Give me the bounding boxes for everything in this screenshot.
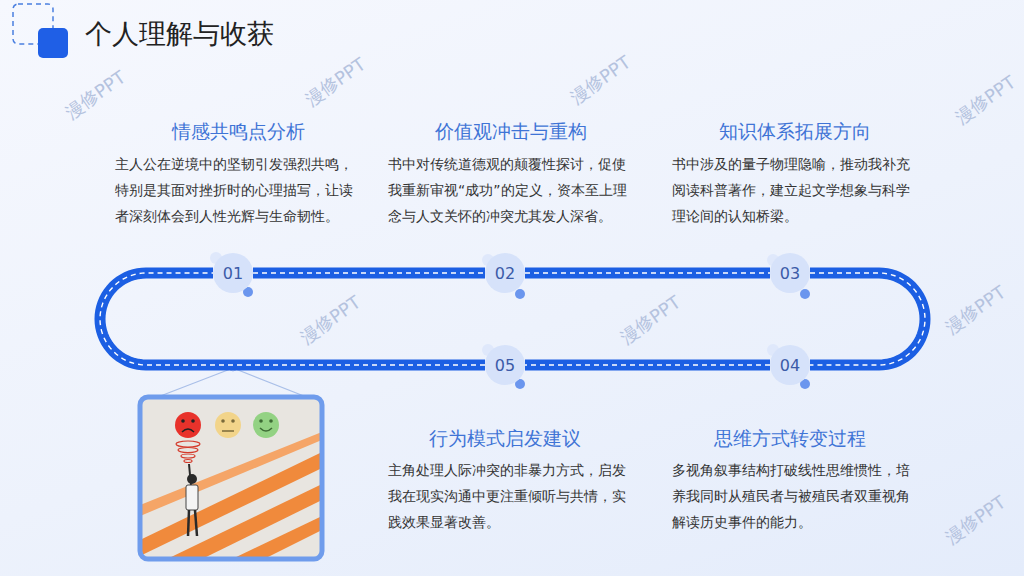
- step-circle: 02: [485, 253, 525, 293]
- section-body: 主人公在逆境中的坚韧引发强烈共鸣，特别是其面对挫折时的心理描写，让读者深刻体会到…: [115, 151, 361, 229]
- step-circle: 03: [770, 253, 810, 293]
- watermark: 漫修PPT: [295, 290, 365, 349]
- label-wrap: 书中对传统道德观的颠覆性探讨，促使我重新审视“成功”的定义，资本至上理念与人文关…: [388, 151, 634, 229]
- section-heading: 行为模式启发建议: [429, 426, 581, 452]
- title-icon-square: [38, 28, 68, 58]
- section-body: 主角处理人际冲突的非暴力方式，启发我在现实沟通中更注重倾听与共情，实践效果显著改…: [388, 457, 634, 535]
- track-connector: [810, 273, 925, 365]
- step-circle: 04: [770, 345, 810, 385]
- track-connector: [525, 360, 770, 371]
- track-connector: [525, 268, 770, 279]
- track-dash: [810, 273, 925, 365]
- label-wrap: 书中涉及的量子物理隐喻，推动我补充阅读科普著作，建立起文学想象与科学理论间的认知…: [672, 151, 918, 229]
- section-heading: 价值观冲击与重构: [435, 119, 587, 145]
- label-wrap: 情感共鸣点分析: [172, 119, 305, 145]
- label-wrap: 价值观冲击与重构: [435, 119, 587, 145]
- label-wrap: 多视角叙事结构打破线性思维惯性，培养我同时从殖民者与被殖民者双重视角解读历史事件…: [672, 457, 918, 535]
- watermark: 漫修PPT: [565, 50, 635, 109]
- watermark: 漫修PPT: [300, 52, 370, 111]
- label-wrap: 主角处理人际冲突的非暴力方式，启发我在现实沟通中更注重倾听与共情，实践效果显著改…: [388, 457, 634, 535]
- label-wrap: 漫修PPT: [950, 70, 1020, 129]
- step-number: 05: [495, 356, 515, 375]
- watermark: 漫修PPT: [940, 490, 1010, 549]
- label-wrap: 主人公在逆境中的坚韧引发强烈共鸣，特别是其面对挫折时的心理描写，让读者深刻体会到…: [115, 151, 361, 229]
- step-number: 03: [780, 264, 800, 283]
- track-connector: [253, 268, 485, 279]
- watermark: 漫修PPT: [940, 280, 1010, 339]
- step-number: 04: [780, 356, 800, 375]
- label-wrap: 漫修PPT: [940, 280, 1010, 339]
- picture-illustration: [140, 397, 322, 560]
- label-wrap: 知识体系拓展方向: [719, 119, 871, 145]
- section-heading: 情感共鸣点分析: [172, 119, 305, 145]
- label-wrap: 漫修PPT: [615, 290, 685, 349]
- label-wrap: 漫修PPT: [60, 65, 130, 124]
- track-connector: [100, 273, 485, 365]
- section-body: 书中涉及的量子物理隐喻，推动我补充阅读科普著作，建立起文学想象与科学理论间的认知…: [672, 151, 918, 229]
- label-wrap: 漫修PPT: [300, 52, 370, 111]
- step-circle: 01: [213, 253, 253, 293]
- slide-title: 个人理解与收获: [85, 16, 274, 52]
- label-wrap: 行为模式启发建议: [429, 426, 581, 452]
- section-heading: 思维方式转变过程: [714, 426, 866, 452]
- track-dash: [253, 272, 485, 273]
- watermark: 漫修PPT: [60, 65, 130, 124]
- step-circle: 05: [485, 345, 525, 385]
- label-wrap: 漫修PPT: [295, 290, 365, 349]
- section-body: 多视角叙事结构打破线性思维惯性，培养我同时从殖民者与被殖民者双重视角解读历史事件…: [672, 457, 918, 535]
- track-dash: [525, 272, 770, 273]
- step-number: 02: [495, 264, 515, 283]
- watermark: 漫修PPT: [950, 70, 1020, 129]
- title-wrap: 个人理解与收获: [85, 16, 274, 52]
- section-heading: 知识体系拓展方向: [719, 119, 871, 145]
- watermark: 漫修PPT: [615, 290, 685, 349]
- track-dash: [100, 273, 485, 365]
- label-wrap: 漫修PPT: [565, 50, 635, 109]
- section-body: 书中对传统道德观的颠覆性探讨，促使我重新审视“成功”的定义，资本至上理念与人文关…: [388, 151, 634, 229]
- label-wrap: 漫修PPT: [940, 490, 1010, 549]
- step-number: 01: [223, 264, 243, 283]
- track-dash: [525, 364, 770, 365]
- label-wrap: 思维方式转变过程: [714, 426, 866, 452]
